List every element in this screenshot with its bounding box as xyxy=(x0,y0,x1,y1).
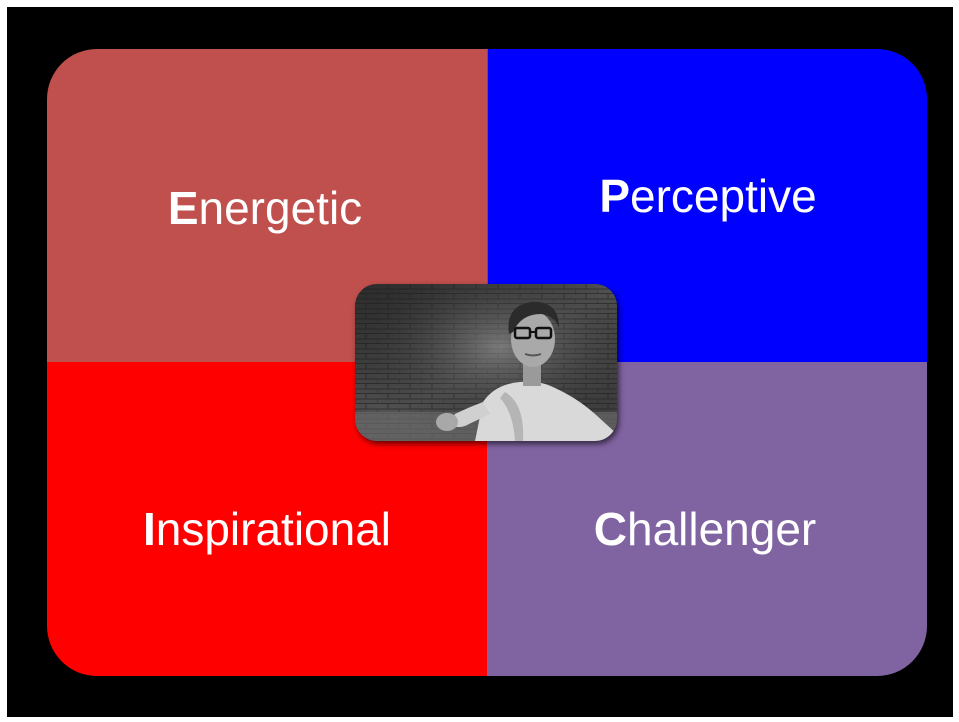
quadrant-label-inspirational: Inspirational xyxy=(143,502,391,556)
label-rest: hallenger xyxy=(626,503,817,555)
label-initial: I xyxy=(142,503,156,555)
label-initial: C xyxy=(593,503,627,555)
label-initial: E xyxy=(167,181,199,234)
quadrant-label-challenger: Challenger xyxy=(594,502,817,556)
quadrant-label-perceptive: Perceptive xyxy=(599,169,816,223)
slide-canvas: Energetic Perceptive Inspirational Chall… xyxy=(7,7,953,717)
portrait-photo-icon xyxy=(355,284,617,441)
quadrant-energetic: Energetic xyxy=(47,49,487,362)
quadrant-label-energetic: Energetic xyxy=(168,181,362,235)
label-initial: P xyxy=(599,169,631,222)
label-rest: erceptive xyxy=(630,169,817,222)
label-rest: nergetic xyxy=(198,181,363,234)
label-rest: nspirational xyxy=(155,503,392,555)
